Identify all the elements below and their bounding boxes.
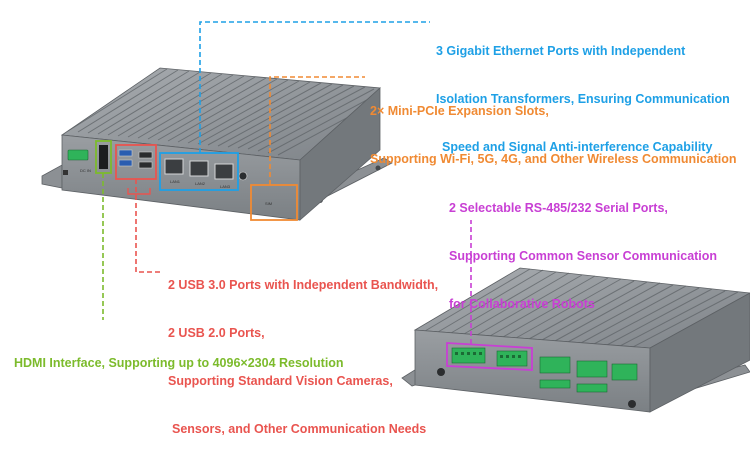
lan-ports — [164, 158, 234, 180]
power-button-icon — [238, 171, 248, 181]
usb-bracket — [127, 188, 151, 195]
ethernet-callout-line: Speed and Signal Anti-interference Capab… — [442, 140, 713, 154]
led-icon — [63, 170, 68, 175]
io-terminals — [539, 356, 638, 393]
serial-callout-line: Supporting Common Sensor Communication — [449, 249, 718, 263]
lan3-label: LAN3 — [220, 184, 231, 189]
usb-callout-lines — [115, 144, 160, 273]
sim-label: SIM — [265, 201, 272, 206]
serial-callout: 2 Selectable RS-485/232 Serial Ports, Su… — [449, 168, 717, 328]
power-label: DC IN — [80, 168, 91, 173]
pcie-callout: 2× Mini-PCIe Expansion Slots, Supporting… — [370, 71, 736, 183]
side-panel — [299, 87, 381, 221]
device-rear-view — [401, 267, 750, 413]
serial-callout-lines — [446, 220, 533, 371]
heatsink-fins-rear — [424, 268, 739, 348]
usb-callout-line: 2 USB 2.0 Ports, — [168, 326, 265, 340]
device-front-view: DC IN LAN1 LAN2 LAN3 SIM — [41, 67, 393, 221]
mounting-flange-left — [41, 164, 63, 189]
antenna-jack-icon — [628, 400, 636, 408]
product-diagram: DC IN LAN1 LAN2 LAN3 SIM — [14, 11, 750, 436]
antenna-jack-icon — [437, 368, 445, 376]
usb-leader-line — [135, 179, 160, 273]
usb-callout-line: Supporting Standard Vision Cameras, — [168, 374, 393, 388]
serial-terminals — [451, 347, 528, 367]
hdmi-callout-lines — [95, 140, 112, 320]
hdmi-callout-line: HDMI Interface, Supporting up to 4096×23… — [14, 356, 344, 370]
flange-hole-icon — [375, 165, 381, 171]
usb-ports — [118, 149, 153, 169]
usb-callout-line: 2 USB 3.0 Ports with Independent Bandwid… — [168, 278, 439, 292]
serial-highlight-box — [446, 342, 533, 371]
lan2-label: LAN2 — [195, 181, 206, 186]
heatsink-fins — [67, 68, 379, 156]
usb-callout-line: Sensors, and Other Communication Needs — [172, 422, 427, 436]
hdmi-callout: HDMI Interface, Supporting up to 4096×23… — [14, 323, 344, 387]
serial-callout-line: for Collaborative Robots — [449, 297, 595, 311]
lan1-label: LAN1 — [170, 179, 181, 184]
ethernet-leader-line — [199, 21, 430, 153]
pcie-callout-line: Supporting Wi-Fi, 5G, 4G, and Other Wire… — [370, 152, 737, 166]
power-terminal-icon — [67, 149, 89, 161]
device-illustration: DC IN LAN1 LAN2 LAN3 SIM — [41, 21, 750, 413]
pcie-highlight-box — [250, 184, 298, 221]
serial-callout-line: 2 Selectable RS-485/232 Serial Ports, — [449, 201, 668, 215]
ethernet-callout-line: 3 Gigabit Ethernet Ports with Independen… — [436, 44, 686, 58]
hdmi-port-icon — [99, 145, 108, 169]
ethernet-callout: 3 Gigabit Ethernet Ports with Independen… — [436, 11, 730, 171]
ethernet-callout-line: Isolation Transformers, Ensuring Communi… — [436, 92, 730, 106]
pcie-callout-lines — [250, 76, 365, 221]
ethernet-callout-lines — [159, 21, 430, 191]
ethernet-highlight-box — [159, 152, 239, 191]
pcie-callout-line: 2× Mini-PCIe Expansion Slots, — [370, 104, 549, 118]
rear-side-panel — [649, 292, 750, 413]
pcie-leader-line — [269, 76, 365, 185]
